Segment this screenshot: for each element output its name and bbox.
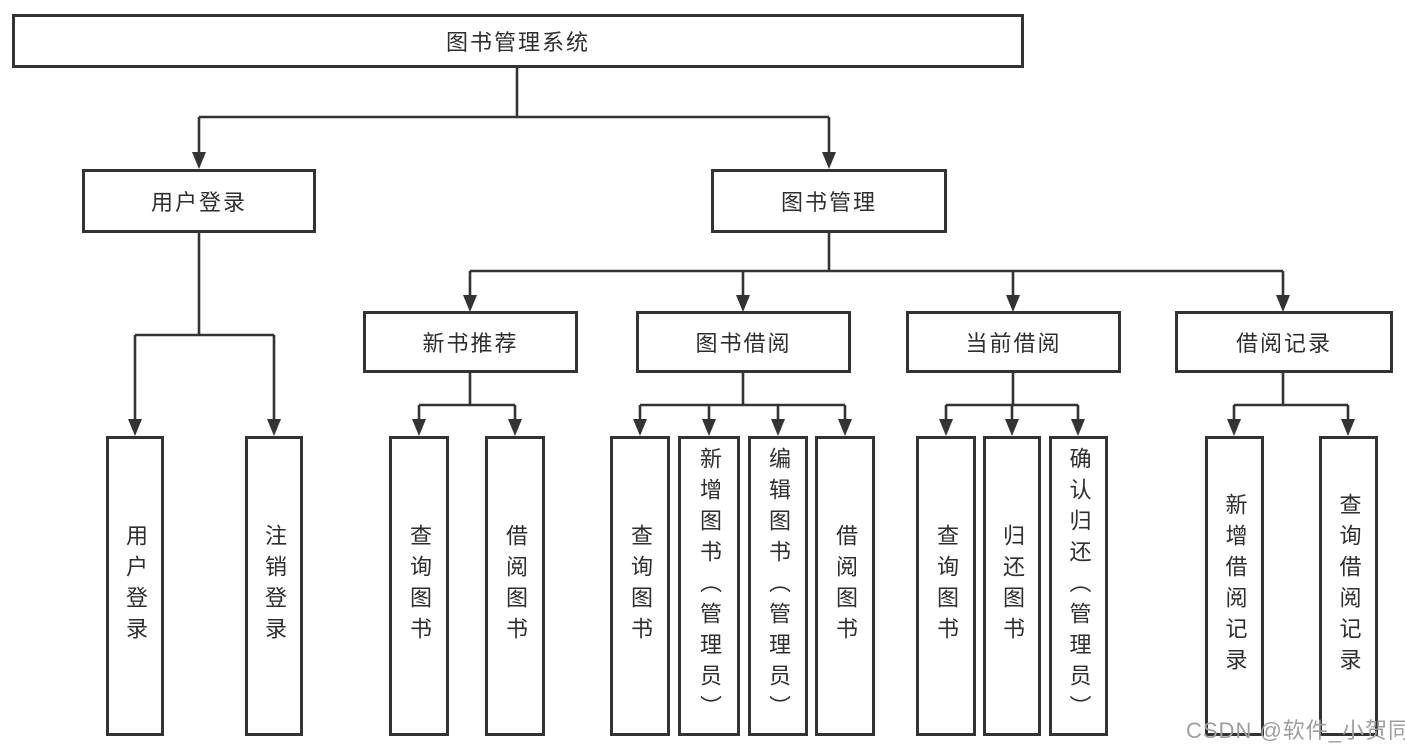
node-current-borrow: 当前借阅 (906, 311, 1121, 373)
leaf-query-book-current-label: 查询图书 (934, 524, 959, 648)
node-current-borrow-label: 当前借阅 (965, 331, 1062, 356)
leaf-add-book-admin-label: 新增图书（管理员） (697, 446, 722, 726)
leaf-logout: 注销登录 (245, 436, 303, 736)
node-new-book-recommend: 新书推荐 (363, 311, 578, 373)
node-root-system: 图书管理系统 (12, 14, 1024, 68)
leaf-add-borrow-record: 新增借阅记录 (1205, 436, 1264, 736)
leaf-query-book-borrow-label: 查询图书 (628, 524, 653, 648)
csdn-watermark: CSDN @软件_小贺同学 (1186, 718, 1405, 743)
leaf-confirm-return-admin: 确认归还（管理员） (1049, 436, 1108, 736)
leaf-borrow-book: 借阅图书 (815, 436, 875, 736)
node-borrow-record: 借阅记录 (1175, 311, 1393, 373)
node-book-management: 图书管理 (711, 169, 947, 233)
leaf-return-book: 归还图书 (983, 436, 1041, 736)
node-book-management-label: 图书管理 (780, 190, 877, 215)
leaf-query-borrow-record-label: 查询借阅记录 (1336, 493, 1362, 679)
leaf-borrow-book-recommend-label: 借阅图书 (503, 524, 528, 648)
leaf-user-login: 用户登录 (106, 436, 164, 736)
leaf-edit-book-admin-label: 编辑图书（管理员） (766, 446, 791, 726)
leaf-query-borrow-record: 查询借阅记录 (1319, 436, 1378, 736)
leaf-borrow-book-recommend: 借阅图书 (485, 436, 545, 736)
leaf-query-book-current: 查询图书 (916, 436, 976, 736)
node-user-login-label: 用户登录 (150, 190, 247, 215)
leaf-confirm-return-admin-label: 确认归还（管理员） (1066, 446, 1092, 726)
leaf-borrow-book-label: 借阅图书 (833, 524, 858, 648)
node-borrow-record-label: 借阅记录 (1235, 331, 1332, 356)
leaf-user-login-label: 用户登录 (123, 524, 148, 648)
leaf-edit-book-admin: 编辑图书（管理员） (748, 436, 808, 736)
leaf-query-book-borrow: 查询图书 (610, 436, 670, 736)
node-new-book-recommend-label: 新书推荐 (422, 331, 519, 356)
leaf-return-book-label: 归还图书 (1000, 524, 1025, 648)
node-book-borrow-label: 图书借阅 (695, 331, 792, 356)
node-book-borrow: 图书借阅 (636, 311, 851, 373)
leaf-query-book-recommend-label: 查询图书 (407, 524, 432, 648)
node-user-login: 用户登录 (82, 169, 316, 233)
leaf-add-book-admin: 新增图书（管理员） (678, 436, 740, 736)
node-root-label: 图书管理系统 (445, 30, 590, 55)
leaf-logout-label: 注销登录 (262, 524, 287, 648)
leaf-add-borrow-record-label: 新增借阅记录 (1222, 493, 1248, 679)
leaf-query-book-recommend: 查询图书 (389, 436, 449, 736)
